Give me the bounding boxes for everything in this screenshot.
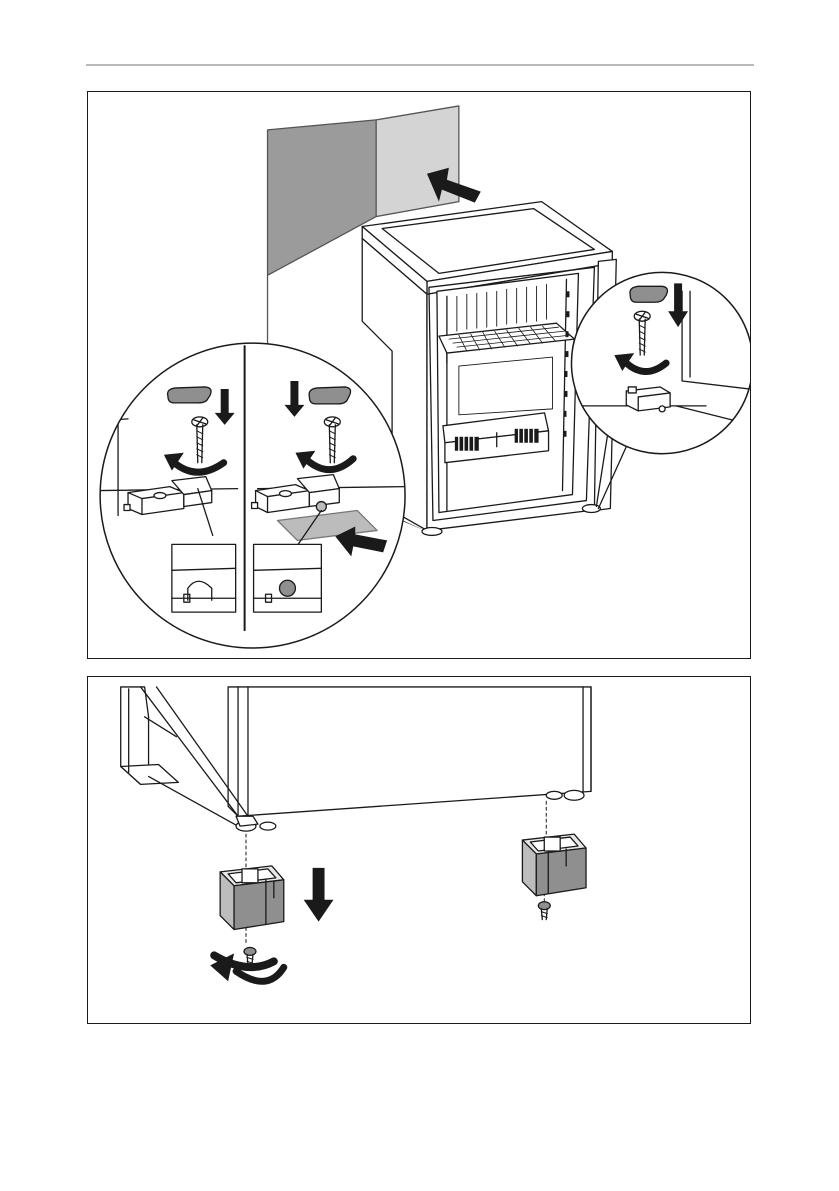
- detail-magnifier-left: [98, 343, 407, 648]
- installation-figure-1: [87, 91, 751, 659]
- foot-block-icon: [220, 866, 284, 930]
- cover-cap-icon: [168, 387, 212, 403]
- hinge-bracket-icon: [626, 387, 670, 412]
- down-arrow-icon: [304, 868, 334, 922]
- cabinet-side: [121, 687, 238, 826]
- foot-block-icon: [522, 834, 586, 896]
- screw-icon: [538, 902, 550, 920]
- detail-inset-right: [254, 544, 322, 612]
- installation-figure-2: [87, 676, 751, 1024]
- detail-inset-left: [172, 544, 236, 612]
- screw-icon: [244, 947, 256, 965]
- cover-cap-icon: [309, 387, 351, 404]
- cover-cap-icon: [630, 286, 668, 302]
- header-rule: [86, 64, 754, 66]
